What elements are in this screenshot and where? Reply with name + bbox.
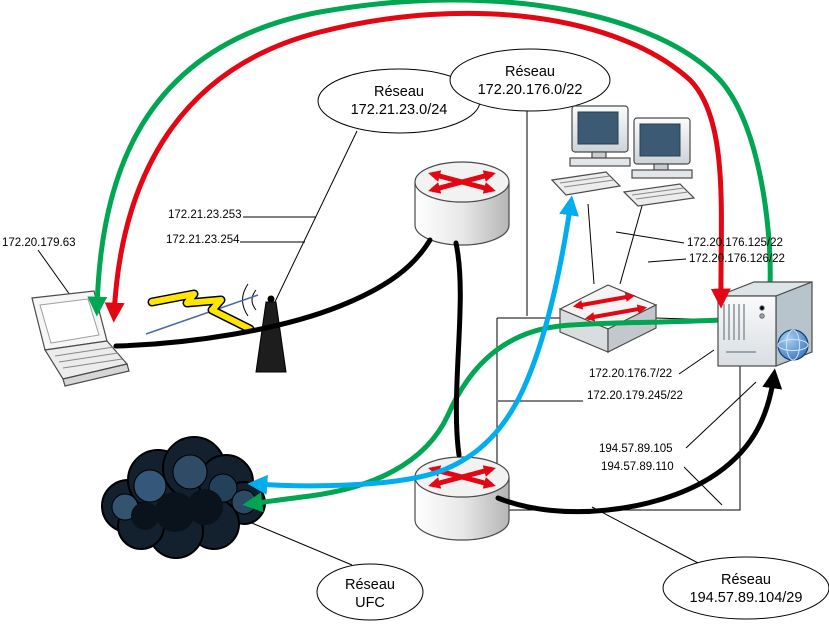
bubble-ufc-shape [316,563,424,621]
bubble-net194-line2: 194.57.89.104/29 [690,590,803,606]
globe-icon [777,329,809,361]
bubble-ufc-pointer-line [246,520,353,566]
label-server176-ip: 172.20.176.7/22 [589,368,672,380]
bubble-net194-pointer-line [591,506,701,565]
server-front-face [717,295,777,367]
label-server176-pointer [678,349,715,375]
label-router1-253: 172.21.23.253 [168,209,242,221]
pc1-node [550,105,631,196]
red-route [104,10,731,323]
router-arrows-icon [428,170,496,194]
lightning-icon [145,289,259,335]
label-router1-254: 172.21.23.254 [166,234,240,246]
bubble-ufc-line1: Réseau [345,577,395,593]
antenna-mast [255,301,287,373]
label-server194-ip: 194.57.89.105 [599,443,673,455]
server-button [759,313,765,319]
bubble-net21-line1: Réseau [374,84,424,100]
pc-nodes [550,105,696,207]
lightning-bolt [149,291,253,332]
bubble-net176: Réseau 172.20.176.0/22 [449,48,611,112]
routes [104,10,783,515]
bubble-net176-shape [449,48,611,112]
pc1-stand [591,151,607,159]
pc2-base [631,169,693,179]
bubble-net194-line1: Réseau [721,572,771,588]
laptop-screen [39,298,100,344]
black-route-router1-router2 [453,240,463,458]
bubble-net194-shape [662,556,829,620]
globe-meridian [786,329,800,361]
antenna-top [267,295,275,303]
antenna-wave-icon [251,289,257,311]
server-button [759,305,765,311]
pc1-to-switch-line [587,203,595,285]
ip-labels: 172.20.179.63 172.21.23.253 172.21.23.25… [2,209,785,473]
pc2-node [622,117,696,207]
server-node [717,281,813,367]
switch-node [558,284,658,353]
bubble-net21-pointer-line [272,130,358,307]
pc1-base [569,157,631,167]
network-bubbles: Réseau 172.21.23.0/24 Réseau 172.20.176.… [316,48,829,621]
black-route-router2-server [495,368,783,515]
bubble-net21: Réseau 172.21.23.0/24 [317,68,481,134]
label-router2-179: 172.20.179.245/22 [587,390,683,402]
label-r2-194-pointer [683,466,723,506]
globe-parallel [777,339,809,351]
bubble-ufc: Réseau UFC [316,563,424,621]
pc2-to-switch-line [619,205,643,285]
bubble-net21-line2: 172.21.23.0/24 [351,102,448,118]
pc2-stand [653,163,669,171]
label-laptop-ip: 172.20.179.63 [2,237,76,249]
label-pc1-pointer [615,231,685,244]
cloud-node [101,436,266,559]
bubble-net176-line1: Réseau [505,64,555,80]
bubble-net176-line2: 172.20.176.0/22 [478,82,583,98]
bubble-net194: Réseau 194.57.89.104/29 [662,556,829,620]
label-pc2-ip: 172.20.176.126/22 [689,253,785,265]
blue-route [247,195,579,495]
pc2-screen [639,123,681,157]
label-pc1-ip: 172.20.176.125/22 [687,237,783,249]
label-router2-194: 194.57.89.110 [601,461,674,473]
router-top-node [414,161,510,246]
label-pc2-pointer [647,258,687,263]
bubble-ufc-line2: UFC [355,595,385,611]
pc1-screen [577,111,619,145]
router-bottom-node [414,456,510,541]
label-server194-pointer [685,381,757,449]
